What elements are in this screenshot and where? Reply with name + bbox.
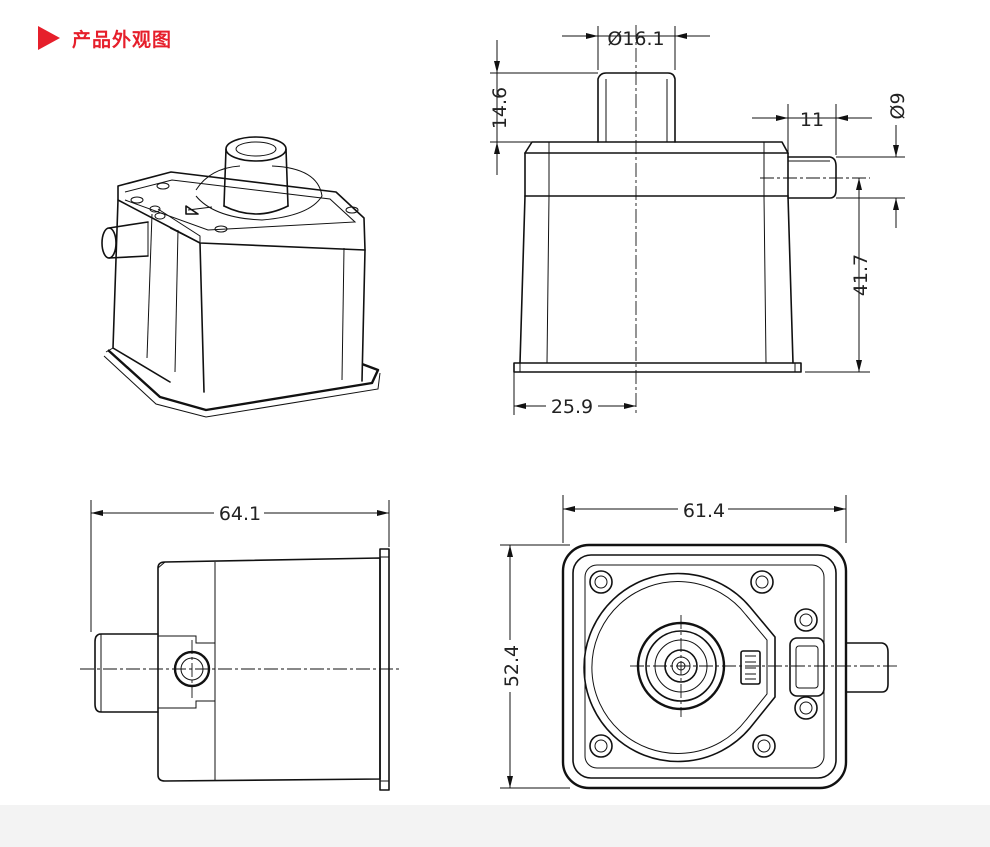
isometric-view: [101, 136, 381, 418]
dimension-outlet-length: 11: [752, 104, 872, 155]
dimension-top-depth: 52.4: [499, 544, 570, 789]
dim-label-top-width: 61.4: [683, 500, 725, 522]
dim-label-top-depth: 52.4: [501, 645, 523, 687]
dim-label-inlet-height: 14.6: [489, 87, 511, 129]
dimension-top-width: 61.4: [562, 495, 847, 543]
dim-label-half-width: 25.9: [551, 396, 593, 418]
dim-label-outlet-diameter: Ø9: [887, 92, 909, 119]
front-view: [513, 25, 870, 415]
dimension-outlet-height: 41.7: [805, 178, 872, 373]
footer-band: [0, 805, 990, 847]
side-view: [80, 548, 400, 791]
dimension-outlet-diameter: Ø9: [836, 92, 909, 228]
dimension-half-width: 25.9: [513, 372, 636, 418]
section-title: 产品外观图: [72, 29, 173, 51]
play-arrow-icon: [38, 26, 60, 50]
dimension-inlet-height: 14.6: [489, 40, 598, 175]
top-view: [561, 543, 900, 790]
dim-label-inlet-diameter: Ø16.1: [607, 28, 664, 50]
dim-label-outlet-length: 11: [800, 109, 824, 131]
dimension-inlet-diameter: Ø16.1: [562, 26, 710, 70]
dimension-side-length: 64.1: [90, 500, 390, 632]
dim-label-outlet-height: 41.7: [850, 254, 872, 296]
section-header: 产品外观图: [38, 22, 172, 54]
dim-label-side-length: 64.1: [219, 503, 261, 525]
